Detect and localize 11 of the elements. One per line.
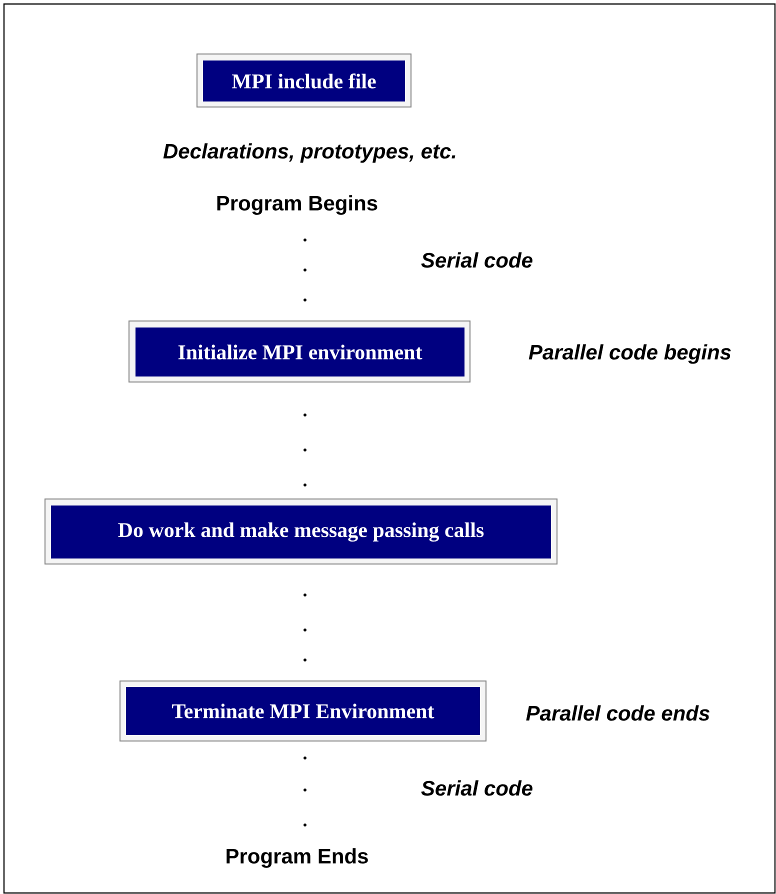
process-box: Initialize MPI environment <box>128 320 470 382</box>
label: Program Ends <box>226 848 368 868</box>
label: Declarations, prototypes, etc. <box>163 143 456 163</box>
process-box: MPI include file <box>196 54 412 108</box>
label: Serial code <box>421 780 532 796</box>
side-note: Parallel code begins <box>528 344 731 364</box>
process-box: Do work and make message passing calls <box>44 498 558 564</box>
process-box: Terminate MPI Environment <box>120 680 486 742</box>
label: Program Begins <box>217 195 378 215</box>
side-note: Parallel code ends <box>526 705 710 721</box>
label: Serial code <box>421 252 532 268</box>
